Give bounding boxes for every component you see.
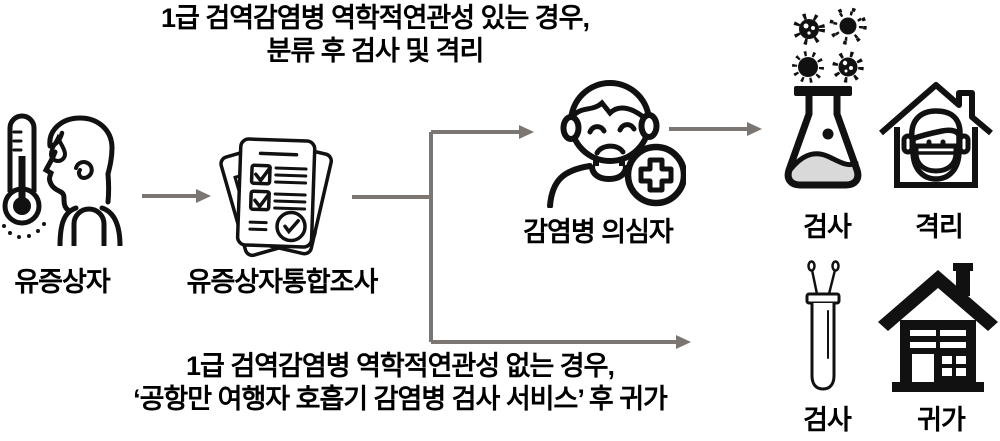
top-branch-note: 1급 검역감염병 역학적연관성 있는 경우, 분류 후 검사 및 격리: [80, 2, 670, 68]
virus-icons: [792, 7, 867, 83]
arrowhead: [676, 335, 691, 349]
sick-person-medical-cross-icon: [547, 80, 686, 208]
top-branch-note-line2: 분류 후 검사 및 격리: [266, 36, 485, 66]
house-masked-person-icon: [879, 82, 993, 188]
test-upper-label: 검사: [803, 212, 852, 242]
thermometer-sweating-person-icon: [2, 113, 123, 246]
bottom-branch-note-line1: 1급 검역감염병 역학적연관성 없는 경우,: [186, 351, 615, 381]
lab-flask-icon: [784, 86, 862, 189]
suspected-label: 감염병 의심자: [523, 217, 674, 247]
isolation-label: 격리: [915, 212, 964, 242]
branch-line: [352, 132, 433, 342]
test-lower-label: 검사: [803, 405, 852, 435]
bottom-branch-note-line2: ‘공항만 여행자 호흡기 감염병 검사 서비스’ 후 귀가: [133, 384, 668, 414]
arrowhead: [747, 122, 762, 136]
black-house-icon: [878, 263, 998, 392]
arrowhead: [519, 125, 534, 139]
survey-label: 유증상자통합조사: [186, 267, 379, 297]
return-home-label: 귀가: [917, 405, 966, 435]
swab-test-tube-icon: [805, 260, 841, 391]
symptomatic-label: 유증상자: [14, 267, 110, 297]
top-branch-note-line1: 1급 검역감염병 역학적연관성 있는 경우,: [161, 3, 590, 33]
checklist-documents-icon: [219, 137, 334, 258]
bottom-branch-note: 1급 검역감염병 역학적연관성 없는 경우, ‘공항만 여행자 호흡기 감염병 …: [50, 350, 750, 416]
